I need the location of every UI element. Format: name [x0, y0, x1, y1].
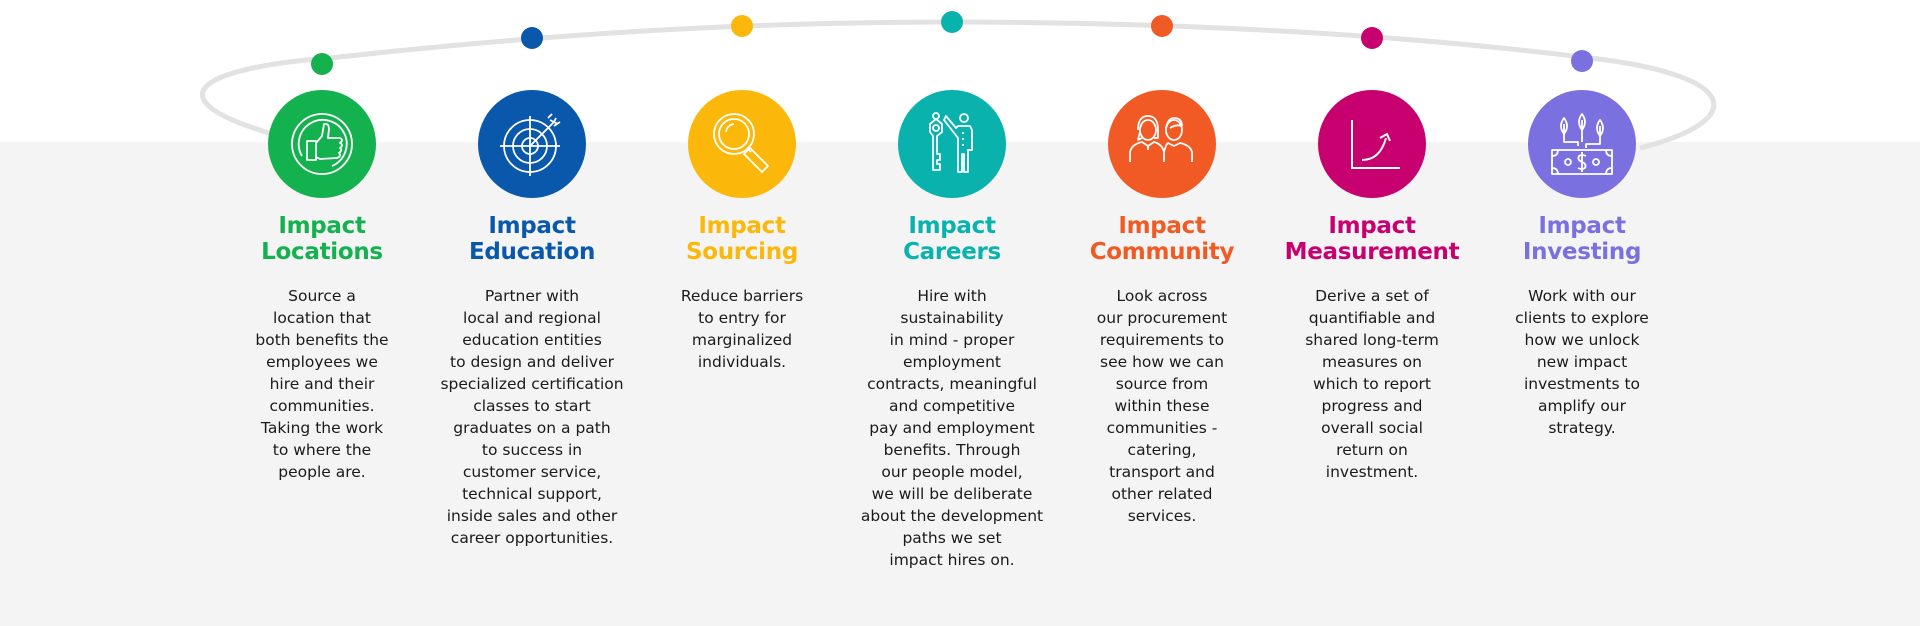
item-title-line1: Impact — [1328, 213, 1416, 239]
item-community: Impact Community Look across our procure… — [1062, 90, 1262, 527]
item-title-line1: Impact — [488, 213, 576, 239]
item-investing: Impact Investing Work with our clients t… — [1482, 90, 1682, 439]
item-title-line2: Locations — [261, 239, 383, 265]
item-title-line1: Impact — [1538, 213, 1626, 239]
growth-chart-icon — [1318, 90, 1426, 198]
thumbs-up-icon — [268, 90, 376, 198]
item-description: Derive a set of quantifiable and shared … — [1305, 287, 1439, 481]
item-description: Work with our clients to explore how we … — [1515, 287, 1649, 437]
item-education: Impact Education Partner with local and … — [432, 90, 632, 549]
item-title-line2: Sourcing — [685, 239, 799, 265]
item-description: Reduce barriers to entry for marginalize… — [680, 287, 804, 371]
item-description: Partner with local and regional educatio… — [440, 287, 624, 547]
item-title-line2: Careers — [903, 239, 1001, 265]
orbit-dot-investing — [1571, 50, 1593, 72]
item-title-line2: Measurement — [1284, 239, 1460, 265]
item-title-line1: Impact — [908, 213, 996, 239]
item-locations: Impact Locations Source a location that … — [222, 90, 422, 483]
item-title-line2: Education — [468, 239, 596, 265]
item-measurement: Impact Measurement Derive a set of quant… — [1272, 90, 1472, 483]
money-plants-icon — [1528, 90, 1636, 198]
orbit-dot-community — [1151, 15, 1173, 37]
orbit-dot-locations — [311, 53, 333, 75]
item-title-line1: Impact — [698, 213, 786, 239]
item-title-line2: Community — [1089, 239, 1235, 265]
magnifying-glass-icon — [688, 90, 796, 198]
orbit-dot-education — [521, 27, 543, 49]
background-band — [0, 142, 1920, 626]
item-careers: Impact Careers Hire with sustainability … — [852, 90, 1052, 571]
item-sourcing: Impact Sourcing Reduce barriers to entry… — [642, 90, 842, 373]
orbit-dot-careers — [941, 11, 963, 33]
item-title-line1: Impact — [1118, 213, 1206, 239]
key-person-icon — [898, 90, 1006, 198]
item-description: Hire with sustainability in mind - prope… — [860, 287, 1044, 569]
orbit-dot-measurement — [1361, 27, 1383, 49]
two-people-icon — [1108, 90, 1216, 198]
item-description: Look across our procurement requirements… — [1096, 287, 1228, 525]
target-arrow-icon — [478, 90, 586, 198]
item-title-line2: Investing — [1522, 239, 1642, 265]
item-description: Source a location that both benefits the… — [255, 287, 389, 481]
orbit-dot-sourcing — [731, 15, 753, 37]
item-title-line1: Impact — [278, 213, 366, 239]
